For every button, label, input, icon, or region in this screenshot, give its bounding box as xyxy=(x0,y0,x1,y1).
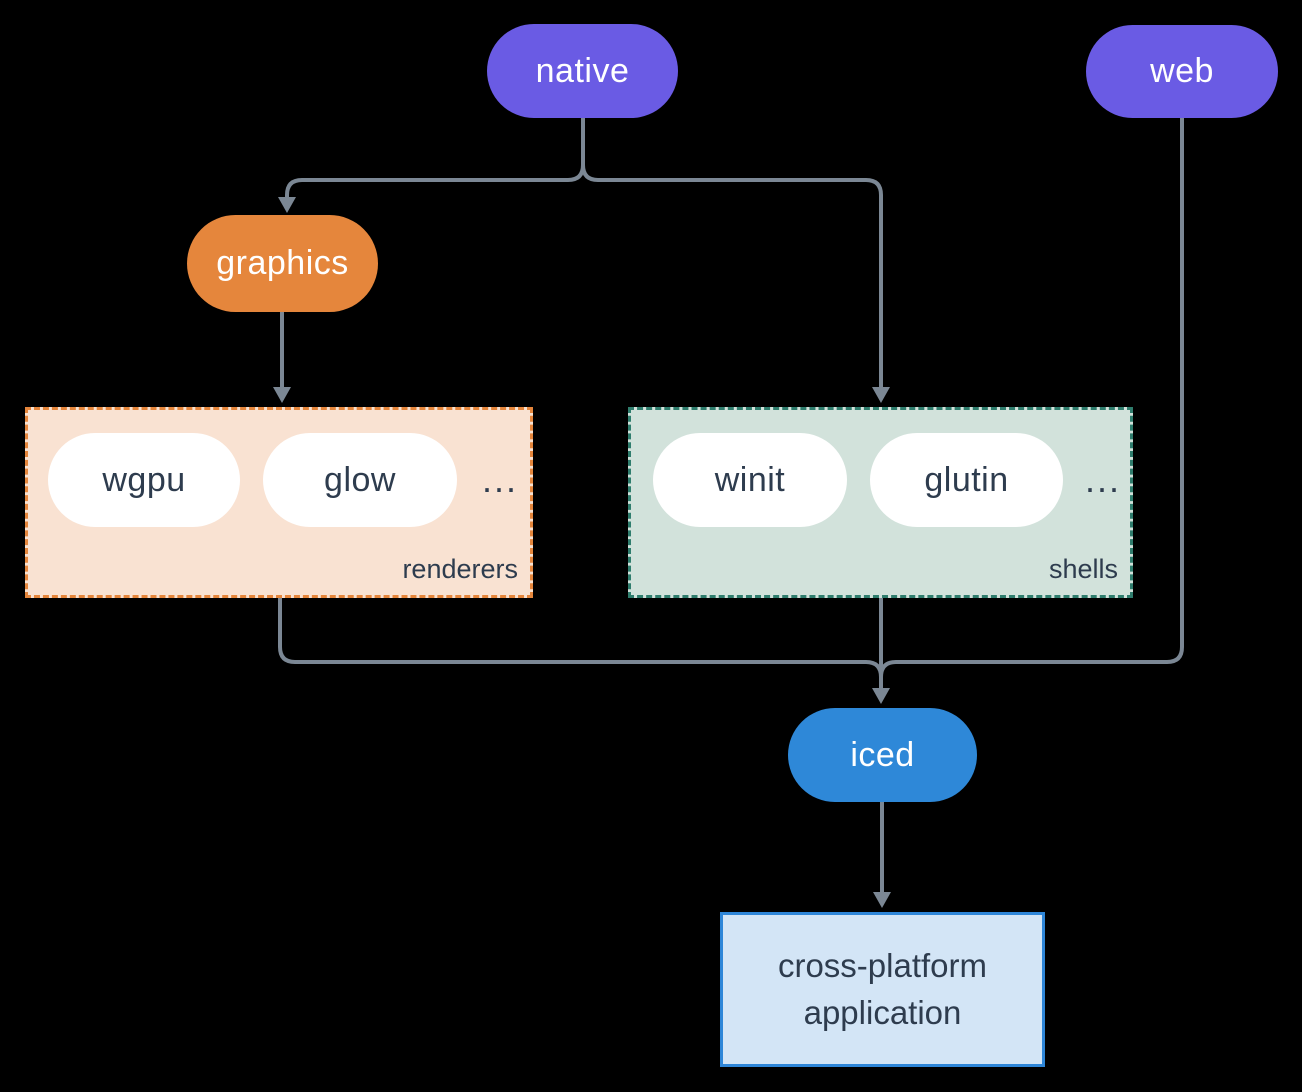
node-graphics-label: graphics xyxy=(216,244,349,282)
shells-ellipsis: ... xyxy=(1084,459,1121,500)
renderers-group: wgpu glow ... renderers xyxy=(25,407,533,598)
arrowhead-graphics xyxy=(278,197,296,213)
node-graphics: graphics xyxy=(187,215,378,312)
node-glutin: glutin xyxy=(870,433,1063,527)
arrowhead-iced xyxy=(872,688,890,704)
node-native: native xyxy=(487,24,678,118)
node-glow-label: glow xyxy=(324,460,396,499)
renderers-group-label: renderers xyxy=(402,554,518,584)
node-glow: glow xyxy=(263,433,457,527)
renderers-ellipsis: ... xyxy=(481,459,518,500)
node-iced-label: iced xyxy=(850,735,915,774)
node-web-label: web xyxy=(1150,52,1214,90)
edge-renderers-iced xyxy=(278,598,883,679)
node-iced: iced xyxy=(788,708,977,802)
arrowhead-renderers xyxy=(273,387,291,403)
node-native-label: native xyxy=(535,51,630,90)
node-winit-label: winit xyxy=(714,460,786,499)
node-winit: winit xyxy=(653,433,847,527)
edge-native-graphics xyxy=(285,118,585,197)
node-web: web xyxy=(1086,25,1278,118)
arrowhead-application xyxy=(873,892,891,908)
edge-native-shells xyxy=(581,118,883,387)
node-wgpu-label: wgpu xyxy=(102,460,186,499)
node-glutin-label: glutin xyxy=(924,460,1009,499)
shells-group: winit glutin ... shells xyxy=(628,407,1133,598)
node-application-label: cross-platform application xyxy=(777,946,988,1031)
node-cross-platform-application: cross-platform application xyxy=(720,912,1045,1067)
arrowhead-shells xyxy=(872,387,890,403)
node-wgpu: wgpu xyxy=(48,433,240,527)
shells-group-label: shells xyxy=(1048,554,1118,584)
